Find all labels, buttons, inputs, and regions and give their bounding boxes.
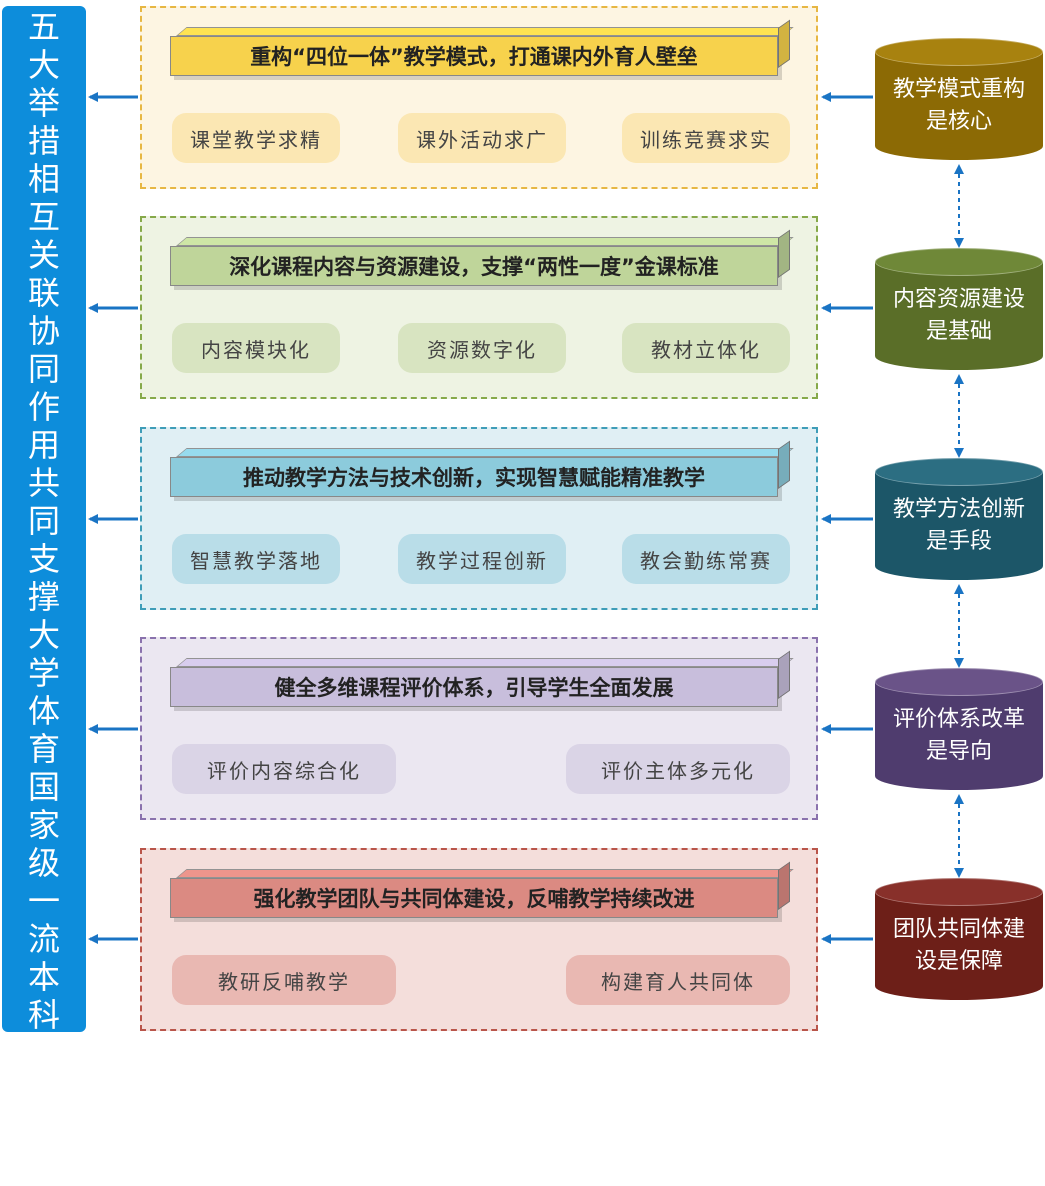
summary-char: 设 xyxy=(27,1148,60,1186)
pillar-label: 是导向 xyxy=(925,739,992,764)
measure-section-teaching-model: 重构“四位一体”教学模式，打通课内外育人壁垒 课堂教学求精 课外活动求广 训练竞… xyxy=(140,6,818,189)
pillar-means: 教学方法创新 是手段 xyxy=(875,458,1045,580)
summary-char: 共 xyxy=(27,464,60,502)
summary-bar: 五 大 举 措 相 互 关 联 协 同 作 用 共 同 支 撑 大 学 体 育 … xyxy=(2,6,86,1186)
summary-char: 同 xyxy=(27,350,60,388)
section-title: 推动教学方法与技术创新，实现智慧赋能精准教学 xyxy=(170,457,778,497)
summary-char: 相 xyxy=(27,160,60,198)
summary-char: 举 xyxy=(27,84,60,122)
sub-item: 评价内容综合化 xyxy=(172,744,396,794)
summary-char: 关 xyxy=(27,236,60,274)
summary-char: 国 xyxy=(27,768,60,806)
pillar-foundation: 内容资源建设 是基础 xyxy=(875,248,1045,370)
pillar-label: 教学方法创新 xyxy=(892,497,1025,522)
section-title: 重构“四位一体”教学模式，打通课内外育人壁垒 xyxy=(170,36,778,76)
sub-item: 构建育人共同体 xyxy=(566,955,790,1005)
sub-item: 内容模块化 xyxy=(172,323,340,373)
summary-char: 建 xyxy=(27,1110,60,1148)
sub-item: 评价主体多元化 xyxy=(566,744,790,794)
pillar-label: 是基础 xyxy=(925,319,992,344)
sub-item: 教研反哺教学 xyxy=(172,955,396,1005)
summary-char: 大 xyxy=(27,46,60,84)
pillar-core: 教学模式重构 是核心 xyxy=(875,38,1045,160)
sub-item: 训练竞赛求实 xyxy=(622,113,790,163)
summary-char: 家 xyxy=(27,806,60,844)
measure-section-methods: 推动教学方法与技术创新，实现智慧赋能精准教学 智慧教学落地 教学过程创新 教会勤… xyxy=(140,427,818,610)
section-title: 健全多维课程评价体系，引导学生全面发展 xyxy=(170,667,778,707)
pillar-label: 是核心 xyxy=(925,109,992,134)
summary-char: 育 xyxy=(27,730,60,768)
summary-char: 支 xyxy=(27,540,60,578)
pillar-label: 评价体系改革 xyxy=(892,707,1025,732)
summary-char: 作 xyxy=(27,388,60,426)
pillar-label: 设是保障 xyxy=(914,949,1003,974)
pillar-label: 团队共同体建 xyxy=(892,917,1025,942)
summary-char: 互 xyxy=(27,198,60,236)
sub-item: 课外活动求广 xyxy=(398,113,566,163)
summary-char: 课 xyxy=(27,1034,60,1072)
section-title: 深化课程内容与资源建设，支撑“两性一度”金课标准 xyxy=(170,246,778,286)
measure-section-evaluation: 健全多维课程评价体系，引导学生全面发展 评价内容综合化 评价主体多元化 xyxy=(140,637,818,820)
sub-item: 教学过程创新 xyxy=(398,534,566,584)
measure-section-team: 强化教学团队与共同体建设，反哺教学持续改进 教研反哺教学 构建育人共同体 xyxy=(140,848,818,1031)
summary-char: 本 xyxy=(27,958,60,996)
summary-char: 同 xyxy=(27,502,60,540)
summary-char: 流 xyxy=(27,920,60,958)
summary-char: 级 xyxy=(27,844,60,882)
pillar-guidance: 评价体系改革 是导向 xyxy=(875,668,1045,790)
summary-char: 科 xyxy=(27,996,60,1034)
summary-char: 措 xyxy=(27,122,60,160)
summary-char: 程 xyxy=(27,1072,60,1110)
sub-item: 智慧教学落地 xyxy=(172,534,340,584)
summary-char: 联 xyxy=(27,274,60,312)
summary-char: 一 xyxy=(27,882,60,920)
sub-item: 教材立体化 xyxy=(622,323,790,373)
pillar-label: 是手段 xyxy=(925,529,992,554)
summary-char: 协 xyxy=(27,312,60,350)
pillar-label: 教学模式重构 xyxy=(892,77,1025,102)
sub-item: 教会勤练常赛 xyxy=(622,534,790,584)
summary-char: 用 xyxy=(27,426,60,464)
summary-char: 学 xyxy=(27,654,60,692)
pillar-label: 内容资源建设 xyxy=(892,287,1025,312)
summary-char: 五 xyxy=(27,8,60,46)
summary-char: 大 xyxy=(27,616,60,654)
summary-char: 撑 xyxy=(27,578,60,616)
sub-item: 课堂教学求精 xyxy=(172,113,340,163)
section-title: 强化教学团队与共同体建设，反哺教学持续改进 xyxy=(170,878,778,918)
sub-item: 资源数字化 xyxy=(398,323,566,373)
summary-char: 体 xyxy=(27,692,60,730)
pillar-guarantee: 团队共同体建 设是保障 xyxy=(875,878,1045,1000)
measure-section-content-resources: 深化课程内容与资源建设，支撑“两性一度”金课标准 内容模块化 资源数字化 教材立… xyxy=(140,216,818,399)
